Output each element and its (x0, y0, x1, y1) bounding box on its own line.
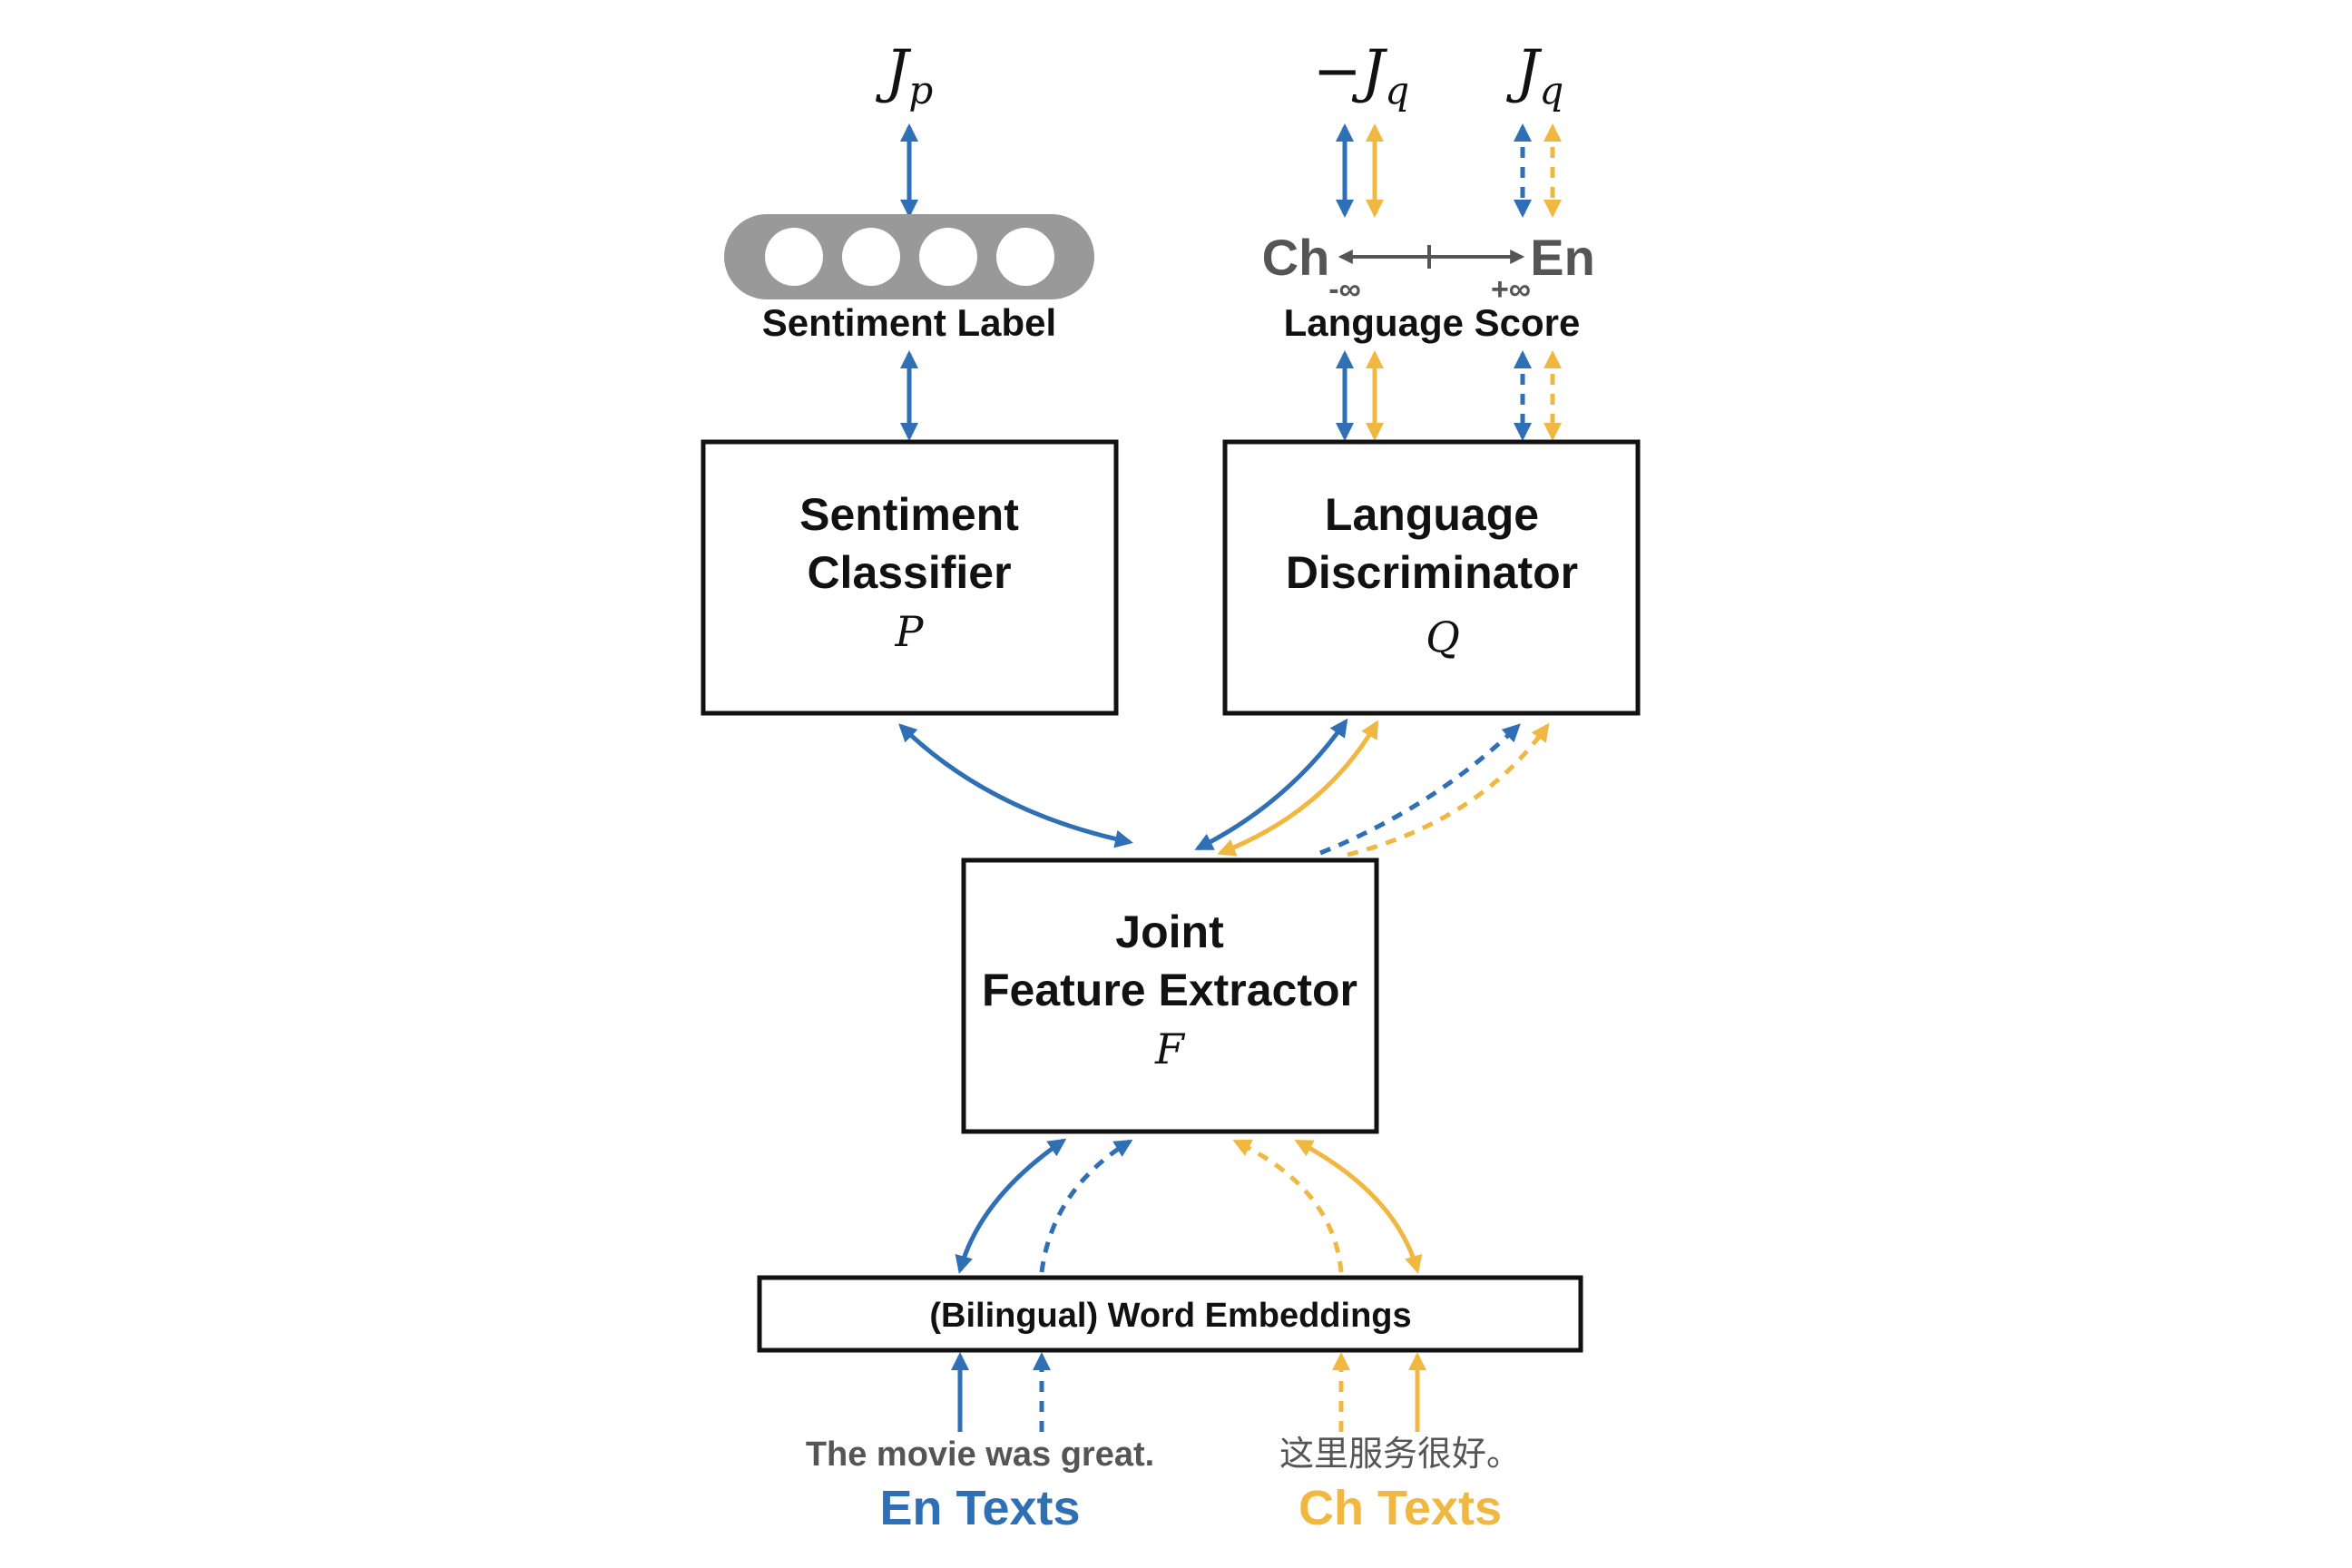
jp-objective: Jp (876, 38, 934, 113)
classifier-line2: Classifier (807, 547, 1011, 598)
score-pos-inf: +∞ (1491, 272, 1531, 307)
discriminator-line1: Language (1325, 489, 1539, 540)
label-circle (919, 228, 977, 286)
arrow-embed-extractor-ch-dashed (1232, 1139, 1344, 1273)
extractor-line2: Feature Extractor (982, 965, 1357, 1015)
arrow-disc-extractor-yellow (1217, 720, 1379, 857)
svg-text:Jq: Jq (1506, 38, 1564, 113)
svg-text:Jp: Jp (876, 38, 934, 113)
en-sample-text: The movie was great. (806, 1436, 1154, 1474)
arrow-disc-extractor-blue-dashed (1319, 723, 1521, 856)
extractor-line1: Joint (1115, 906, 1224, 957)
discriminator-symbol: Q (1426, 612, 1460, 662)
discriminator-line2: Discriminator (1286, 547, 1578, 598)
extractor-symbol: F (1154, 1024, 1186, 1073)
sentiment-label-text: Sentiment Label (762, 301, 1056, 344)
score-en-label: En (1530, 229, 1595, 286)
feature-extractor-box: Joint Feature Extractor F (961, 858, 1379, 1134)
ch-texts-title: Ch Texts (1298, 1481, 1502, 1535)
arrow-disc-extractor-yellow-dashed (1347, 722, 1550, 858)
ch-sample-text: 这里服务很好。 (1279, 1434, 1521, 1474)
label-circle (842, 228, 900, 286)
classifier-symbol: P (895, 607, 925, 656)
svg-text:−Jq: −Jq (1313, 38, 1409, 113)
arrow-extractor-embed-en (955, 1138, 1067, 1274)
language-score-node: Ch En -∞ +∞ Language Score (1262, 229, 1595, 344)
language-score-text: Language Score (1284, 301, 1581, 344)
en-input-group: The movie was great. En Texts (806, 1436, 1154, 1535)
sentiment-pill (724, 214, 1094, 299)
label-circle (996, 228, 1054, 286)
sentiment-label-node: Sentiment Label (724, 214, 1094, 344)
arrow-extractor-embed-ch (1294, 1139, 1423, 1274)
ch-input-group: 这里服务很好。 Ch Texts (1279, 1434, 1521, 1535)
en-texts-title: En Texts (879, 1481, 1080, 1535)
sentiment-classifier-box: Sentiment Classifier P (701, 439, 1119, 716)
embeddings-label: (Bilingual) Word Embeddings (929, 1297, 1411, 1335)
word-embeddings-box: (Bilingual) Word Embeddings (757, 1275, 1583, 1353)
arrow-embed-extractor-en-dashed (1039, 1139, 1133, 1273)
neg-jq-objective: −Jq (1313, 38, 1409, 113)
label-circle (765, 228, 823, 286)
classifier-line1: Sentiment (799, 489, 1019, 540)
score-neg-inf: -∞ (1328, 272, 1361, 307)
jq-objective: Jq (1506, 38, 1564, 113)
score-ch-label: Ch (1262, 229, 1330, 286)
arrow-classifier-extractor (898, 723, 1133, 848)
language-discriminator-box: Language Discriminator Q (1222, 439, 1641, 716)
